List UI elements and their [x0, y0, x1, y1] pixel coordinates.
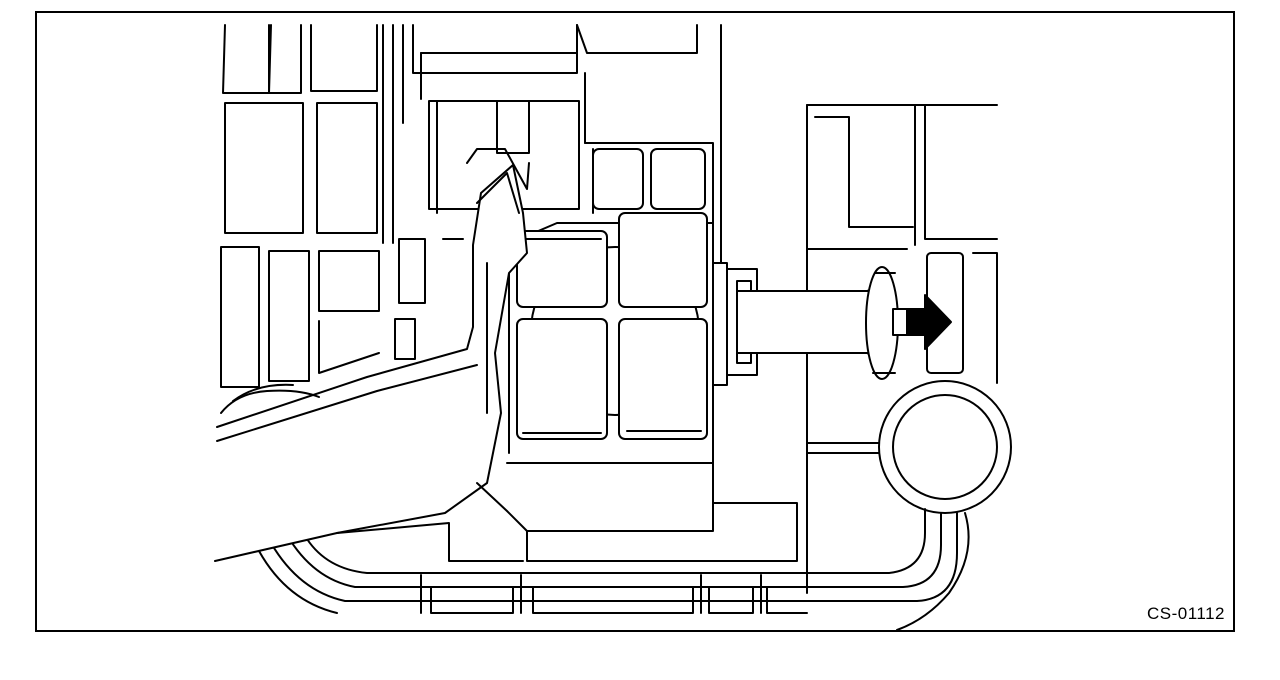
- shaft-assembly: [726, 266, 908, 380]
- pull-direction-arrow-icon: [906, 294, 952, 350]
- housing-bottom: [258, 508, 970, 630]
- round-cap: [878, 380, 1012, 514]
- figure-code: CS-01112: [1146, 604, 1225, 623]
- gear-hub: [500, 212, 714, 464]
- technical-illustration: [214, 24, 1012, 630]
- release-lever: [214, 148, 530, 562]
- housing-grid-left: [220, 24, 426, 388]
- figure-frame: CS-01112: [35, 11, 1235, 632]
- housing-upper-middle: [412, 24, 698, 214]
